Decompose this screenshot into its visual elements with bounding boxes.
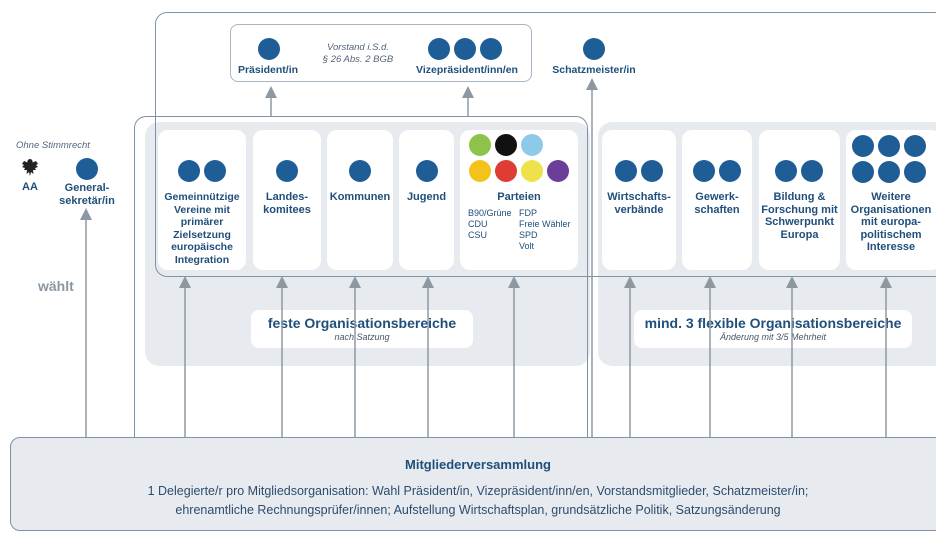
- vize-dot-3: [480, 38, 502, 60]
- party-dot-green: [469, 134, 491, 156]
- party-dot-yellow: [469, 160, 491, 182]
- weitere-dot-5: [878, 161, 900, 183]
- vize-dot-2: [454, 38, 476, 60]
- bildung-dot-2: [801, 160, 823, 182]
- vizepraesident-label: Vizepräsident/inn/en: [416, 64, 518, 76]
- weitere-dot-6: [904, 161, 926, 183]
- parteien-list-right: FDP Freie Wähler SPD Volt: [519, 208, 571, 251]
- gewerkschaft-label: Gewerk- schaften: [694, 191, 740, 216]
- wirtschaft-label: Wirtschafts- verbände: [607, 191, 671, 216]
- vereine-dot-2: [204, 160, 226, 182]
- praesident-dot: [258, 38, 280, 60]
- party-dot-black: [495, 134, 517, 156]
- fixed-area-outline: [134, 116, 588, 438]
- wirtschaft-dot-1: [615, 160, 637, 182]
- card-gewerkschaften: [682, 130, 752, 270]
- flexible-bereiche-subtitle: Änderung mit 3/5 Mehrheit: [719, 332, 827, 342]
- mitgliederversammlung-line1: 1 Delegierte/r pro Mitgliedsorganisation…: [147, 484, 809, 498]
- generalsekretaer-label: General- sekretär/in: [59, 182, 115, 207]
- feste-bereiche-box: feste Organisationsbereiche nach Satzung: [251, 310, 473, 348]
- bildung-label: Bildung & Forschung mit Schwerpunkt Euro…: [761, 191, 838, 241]
- waehlt-label: wählt: [38, 278, 74, 294]
- ohne-stimmrecht-label: Ohne Stimmrecht: [16, 140, 90, 151]
- feste-bereiche-title: feste Organisationsbereiche: [267, 315, 457, 331]
- aa-label: AA: [22, 181, 38, 193]
- card-kommunen: [327, 130, 393, 270]
- vorstand-note-line1: Vorstand i.S.d.: [327, 42, 389, 53]
- jugend-dot: [416, 160, 438, 182]
- landeskomitees-label: Landes- komitees: [263, 191, 311, 216]
- vize-dot-1: [428, 38, 450, 60]
- landeskomitees-dot: [276, 160, 298, 182]
- schatzmeister-label: Schatzmeister/in: [552, 64, 636, 76]
- card-jugend: [399, 130, 454, 270]
- wirtschaft-dot-2: [641, 160, 663, 182]
- praesident-label: Präsident/in: [237, 64, 299, 76]
- card-bildung-forschung: [759, 130, 840, 270]
- flexible-bereiche-box: mind. 3 flexible Organisationsbereiche Ä…: [634, 310, 912, 348]
- weitere-dot-1: [852, 135, 874, 157]
- feste-bereiche-subtitle: nach Satzung: [334, 332, 390, 342]
- mitgliederversammlung-box: [10, 437, 936, 531]
- generalsekretaer-dot: [76, 158, 98, 180]
- flexible-bereiche-title: mind. 3 flexible Organisationsbereiche: [644, 315, 902, 331]
- vorstand-note-line2: § 26 Abs. 2 BGB: [322, 54, 394, 65]
- card-gemeinnuetzige-vereine: [158, 130, 246, 270]
- mitgliederversammlung-line2: ehrenamtliche Rechnungsprüfer/innen; Auf…: [175, 503, 781, 517]
- weitere-dot-3: [904, 135, 926, 157]
- kommunen-label: Kommunen: [329, 191, 391, 203]
- gewerkschaft-dot-2: [719, 160, 741, 182]
- weitere-dot-4: [852, 161, 874, 183]
- party-dot-red: [495, 160, 517, 182]
- eagle-icon: [21, 158, 39, 178]
- gewerkschaft-dot-1: [693, 160, 715, 182]
- board-outline-frame: [155, 12, 936, 277]
- bildung-dot-1: [775, 160, 797, 182]
- parteien-list-left: B90/Grüne CDU CSU: [468, 208, 512, 240]
- vereine-dot-1: [178, 160, 200, 182]
- party-dot-lightblue: [521, 134, 543, 156]
- party-dot-paleyellow: [521, 160, 543, 182]
- kommunen-dot: [349, 160, 371, 182]
- schatzmeister-dot: [583, 38, 605, 60]
- weitere-label: Weitere Organisationen mit europa- polit…: [850, 191, 932, 253]
- card-wirtschaftsverbaende: [602, 130, 676, 270]
- vereine-label: Gemeinnützige Vereine mit primärer Ziels…: [164, 191, 240, 266]
- mitgliederversammlung-title: Mitgliederversammlung: [405, 457, 551, 472]
- party-dot-purple: [547, 160, 569, 182]
- weitere-dot-2: [878, 135, 900, 157]
- parteien-title: Parteien: [497, 191, 541, 203]
- card-landeskomitees: [253, 130, 321, 270]
- jugend-label: Jugend: [406, 191, 447, 203]
